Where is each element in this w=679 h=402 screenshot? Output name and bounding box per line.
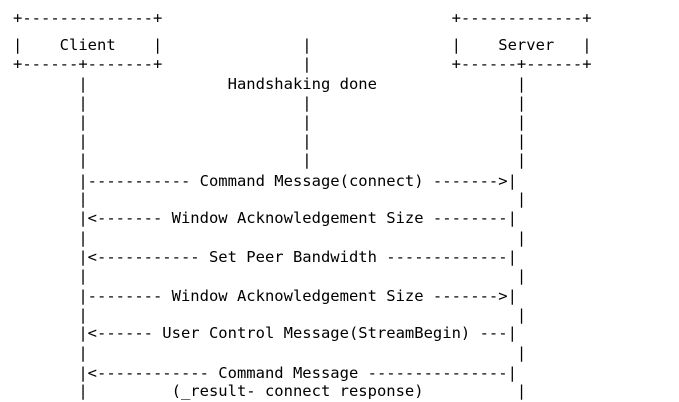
- message-command-result-note: | (_result- connect response) |: [13, 382, 527, 400]
- message-command-result: |<------------ Command Message ---------…: [13, 364, 517, 382]
- message-user-control-streambegin: |<------ User Control Message(StreamBegi…: [13, 324, 517, 342]
- message-window-ack-size-in: |<------- Window Acknowledgement Size --…: [13, 209, 517, 227]
- lifeline-row: | |: [13, 344, 527, 362]
- lifeline-row: | | |: [13, 151, 527, 169]
- lifeline-row: | |: [13, 190, 527, 208]
- message-window-ack-size-out: |-------- Window Acknowledgement Size --…: [13, 287, 517, 305]
- message-command-connect: |----------- Command Message(connect) --…: [13, 172, 517, 190]
- lifeline-row: | | |: [13, 113, 527, 131]
- participant-boxes-top: +--------------+ +-------------+: [13, 9, 592, 27]
- lifeline-row: | |: [13, 267, 527, 285]
- lifeline-row: | |: [13, 229, 527, 247]
- participant-labels: | Client | | | Server |: [13, 36, 592, 54]
- participant-boxes-bottom: +------+-------+ | +------+------+: [13, 55, 592, 73]
- message-set-peer-bandwidth: |<----------- Set Peer Bandwidth -------…: [13, 248, 517, 266]
- lifeline-row: | |: [13, 306, 527, 324]
- handshake-label: | Handshaking done |: [13, 75, 527, 93]
- lifeline-row: | | |: [13, 94, 527, 112]
- lifeline-row: | | |: [13, 132, 527, 150]
